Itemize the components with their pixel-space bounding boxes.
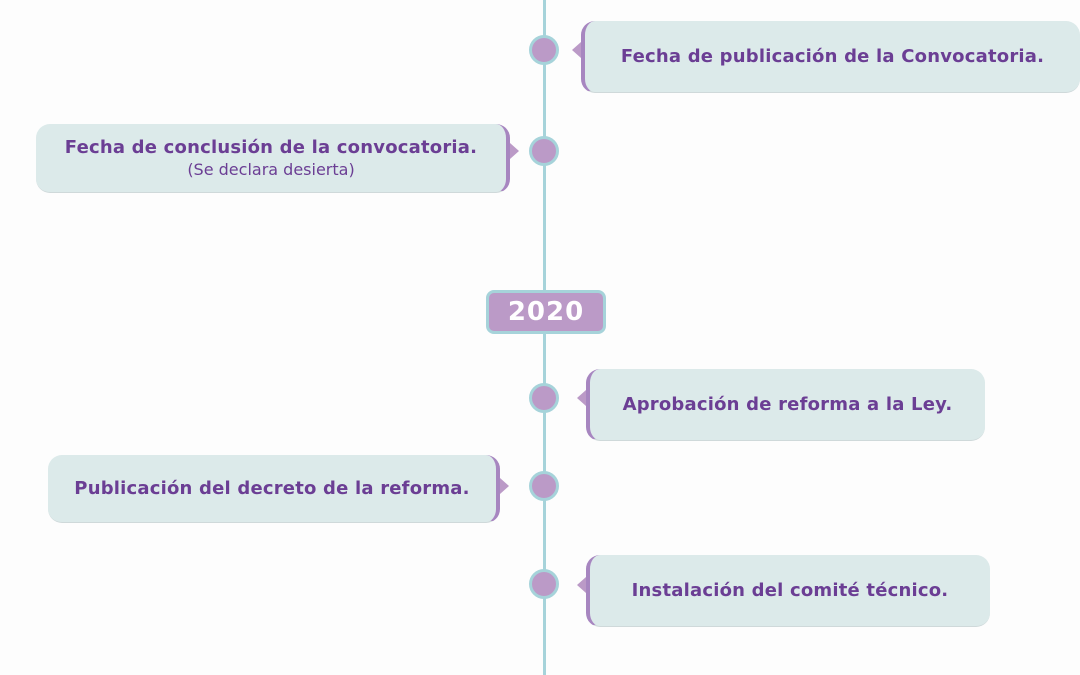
timeline-node bbox=[529, 569, 559, 599]
callout-pointer bbox=[577, 577, 586, 593]
timeline-event-card: Instalación del comité técnico. bbox=[586, 555, 990, 627]
year-marker: 2020 bbox=[486, 290, 606, 334]
callout-pointer bbox=[572, 42, 581, 58]
event-subtitle: (Se declara desierta) bbox=[187, 160, 355, 179]
timeline-event-card: Publicación del decreto de la reforma. bbox=[48, 455, 500, 523]
timeline-axis bbox=[543, 0, 546, 675]
event-title: Publicación del decreto de la reforma. bbox=[74, 478, 470, 499]
timeline-node bbox=[529, 35, 559, 65]
event-title: Instalación del comité técnico. bbox=[631, 580, 949, 601]
timeline-event-card: Fecha de publicación de la Convocatoria. bbox=[581, 21, 1080, 93]
callout-pointer bbox=[510, 143, 519, 159]
timeline-event-card: Fecha de conclusión de la convocatoria. … bbox=[36, 124, 510, 193]
timeline-event-card: Aprobación de reforma a la Ley. bbox=[586, 369, 985, 441]
timeline-node bbox=[529, 136, 559, 166]
callout-pointer bbox=[577, 390, 586, 406]
timeline-node bbox=[529, 383, 559, 413]
timeline-node bbox=[529, 471, 559, 501]
event-title: Fecha de publicación de la Convocatoria. bbox=[620, 46, 1045, 67]
callout-pointer bbox=[500, 478, 509, 494]
event-title: Aprobación de reforma a la Ley. bbox=[622, 394, 953, 415]
event-title: Fecha de conclusión de la convocatoria. bbox=[64, 137, 478, 158]
